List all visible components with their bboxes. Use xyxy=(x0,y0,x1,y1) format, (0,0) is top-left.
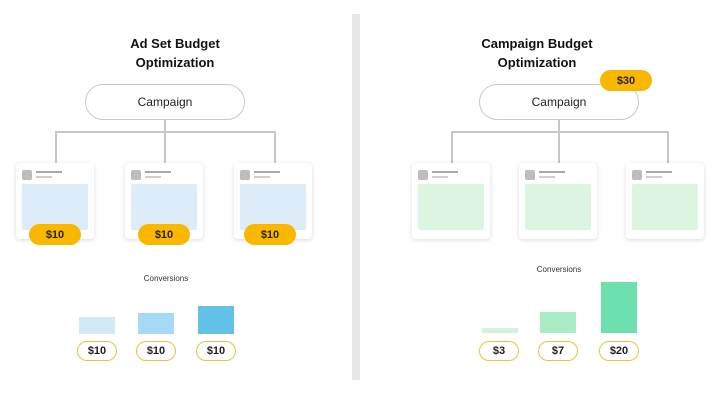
conversions-label: Conversions xyxy=(143,274,189,283)
panel-title-line2: Optimization xyxy=(497,55,577,70)
ad-thumbnail xyxy=(525,170,535,180)
conversion-bar xyxy=(79,317,115,334)
ad-text-line xyxy=(646,171,672,173)
connector-line xyxy=(451,131,453,163)
panel-title: Campaign Budget Optimization xyxy=(362,34,712,72)
ad-set-budget-panel: Ad Set Budget Optimization Campaign $10 … xyxy=(0,0,350,380)
conversion-value-badge: $10 xyxy=(196,341,236,361)
ad-text-line xyxy=(646,176,662,178)
panel-divider xyxy=(352,14,360,380)
ad-image xyxy=(525,184,591,230)
conversion-value-badge: $10 xyxy=(77,341,117,361)
connector-line xyxy=(164,120,166,132)
connector-line xyxy=(667,131,669,163)
ad-image xyxy=(240,184,306,230)
conversion-value-badge: $3 xyxy=(479,341,519,361)
ad-thumbnail xyxy=(240,170,250,180)
ad-set-budget-badge: $10 xyxy=(29,224,81,245)
campaign-label: Campaign xyxy=(531,95,587,109)
ad-text-line xyxy=(539,176,555,178)
ad-text-line xyxy=(432,176,448,178)
conversion-bar xyxy=(198,306,234,334)
ad-set-card xyxy=(519,163,597,239)
campaign-budget-badge: $30 xyxy=(600,70,652,91)
connector-line xyxy=(55,131,57,163)
ad-image xyxy=(418,184,484,230)
ad-set-budget-badge: $10 xyxy=(138,224,190,245)
connector-line xyxy=(274,131,276,163)
connector-line xyxy=(558,120,560,132)
conversion-bar xyxy=(540,312,576,333)
campaign-budget-panel: Campaign Budget Optimization Campaign $3… xyxy=(362,0,712,380)
conversion-value-badge: $7 xyxy=(538,341,578,361)
ad-text-line xyxy=(432,171,458,173)
ad-text-line xyxy=(36,176,52,178)
ad-text-line xyxy=(254,171,280,173)
connector-line xyxy=(164,131,166,163)
panel-title-line2: Optimization xyxy=(135,55,215,70)
ad-text-line xyxy=(254,176,270,178)
connector-line xyxy=(451,131,668,133)
panel-title-line1: Campaign Budget xyxy=(481,36,593,51)
panel-title-line1: Ad Set Budget xyxy=(130,36,220,51)
ad-text-line xyxy=(36,171,62,173)
connector-line xyxy=(558,131,560,163)
conversion-bar xyxy=(138,313,174,334)
campaign-label: Campaign xyxy=(137,95,193,109)
ad-text-line xyxy=(145,176,161,178)
ad-image xyxy=(22,184,88,230)
ad-set-card xyxy=(626,163,704,239)
ad-thumbnail xyxy=(632,170,642,180)
conversion-bar xyxy=(601,282,637,333)
conversion-bar xyxy=(482,328,518,333)
ad-set-card xyxy=(125,163,203,239)
ad-image xyxy=(632,184,698,230)
ad-text-line xyxy=(539,171,565,173)
conversion-value-badge: $10 xyxy=(136,341,176,361)
ad-thumbnail xyxy=(131,170,141,180)
panel-title: Ad Set Budget Optimization xyxy=(0,34,350,72)
ad-set-budget-badge: $10 xyxy=(244,224,296,245)
ad-thumbnail xyxy=(22,170,32,180)
ad-thumbnail xyxy=(418,170,428,180)
conversion-value-badge: $20 xyxy=(599,341,639,361)
conversions-label: Conversions xyxy=(536,265,582,274)
ad-set-card xyxy=(412,163,490,239)
ad-image xyxy=(131,184,197,230)
ad-text-line xyxy=(145,171,171,173)
campaign-node: Campaign xyxy=(85,84,245,120)
